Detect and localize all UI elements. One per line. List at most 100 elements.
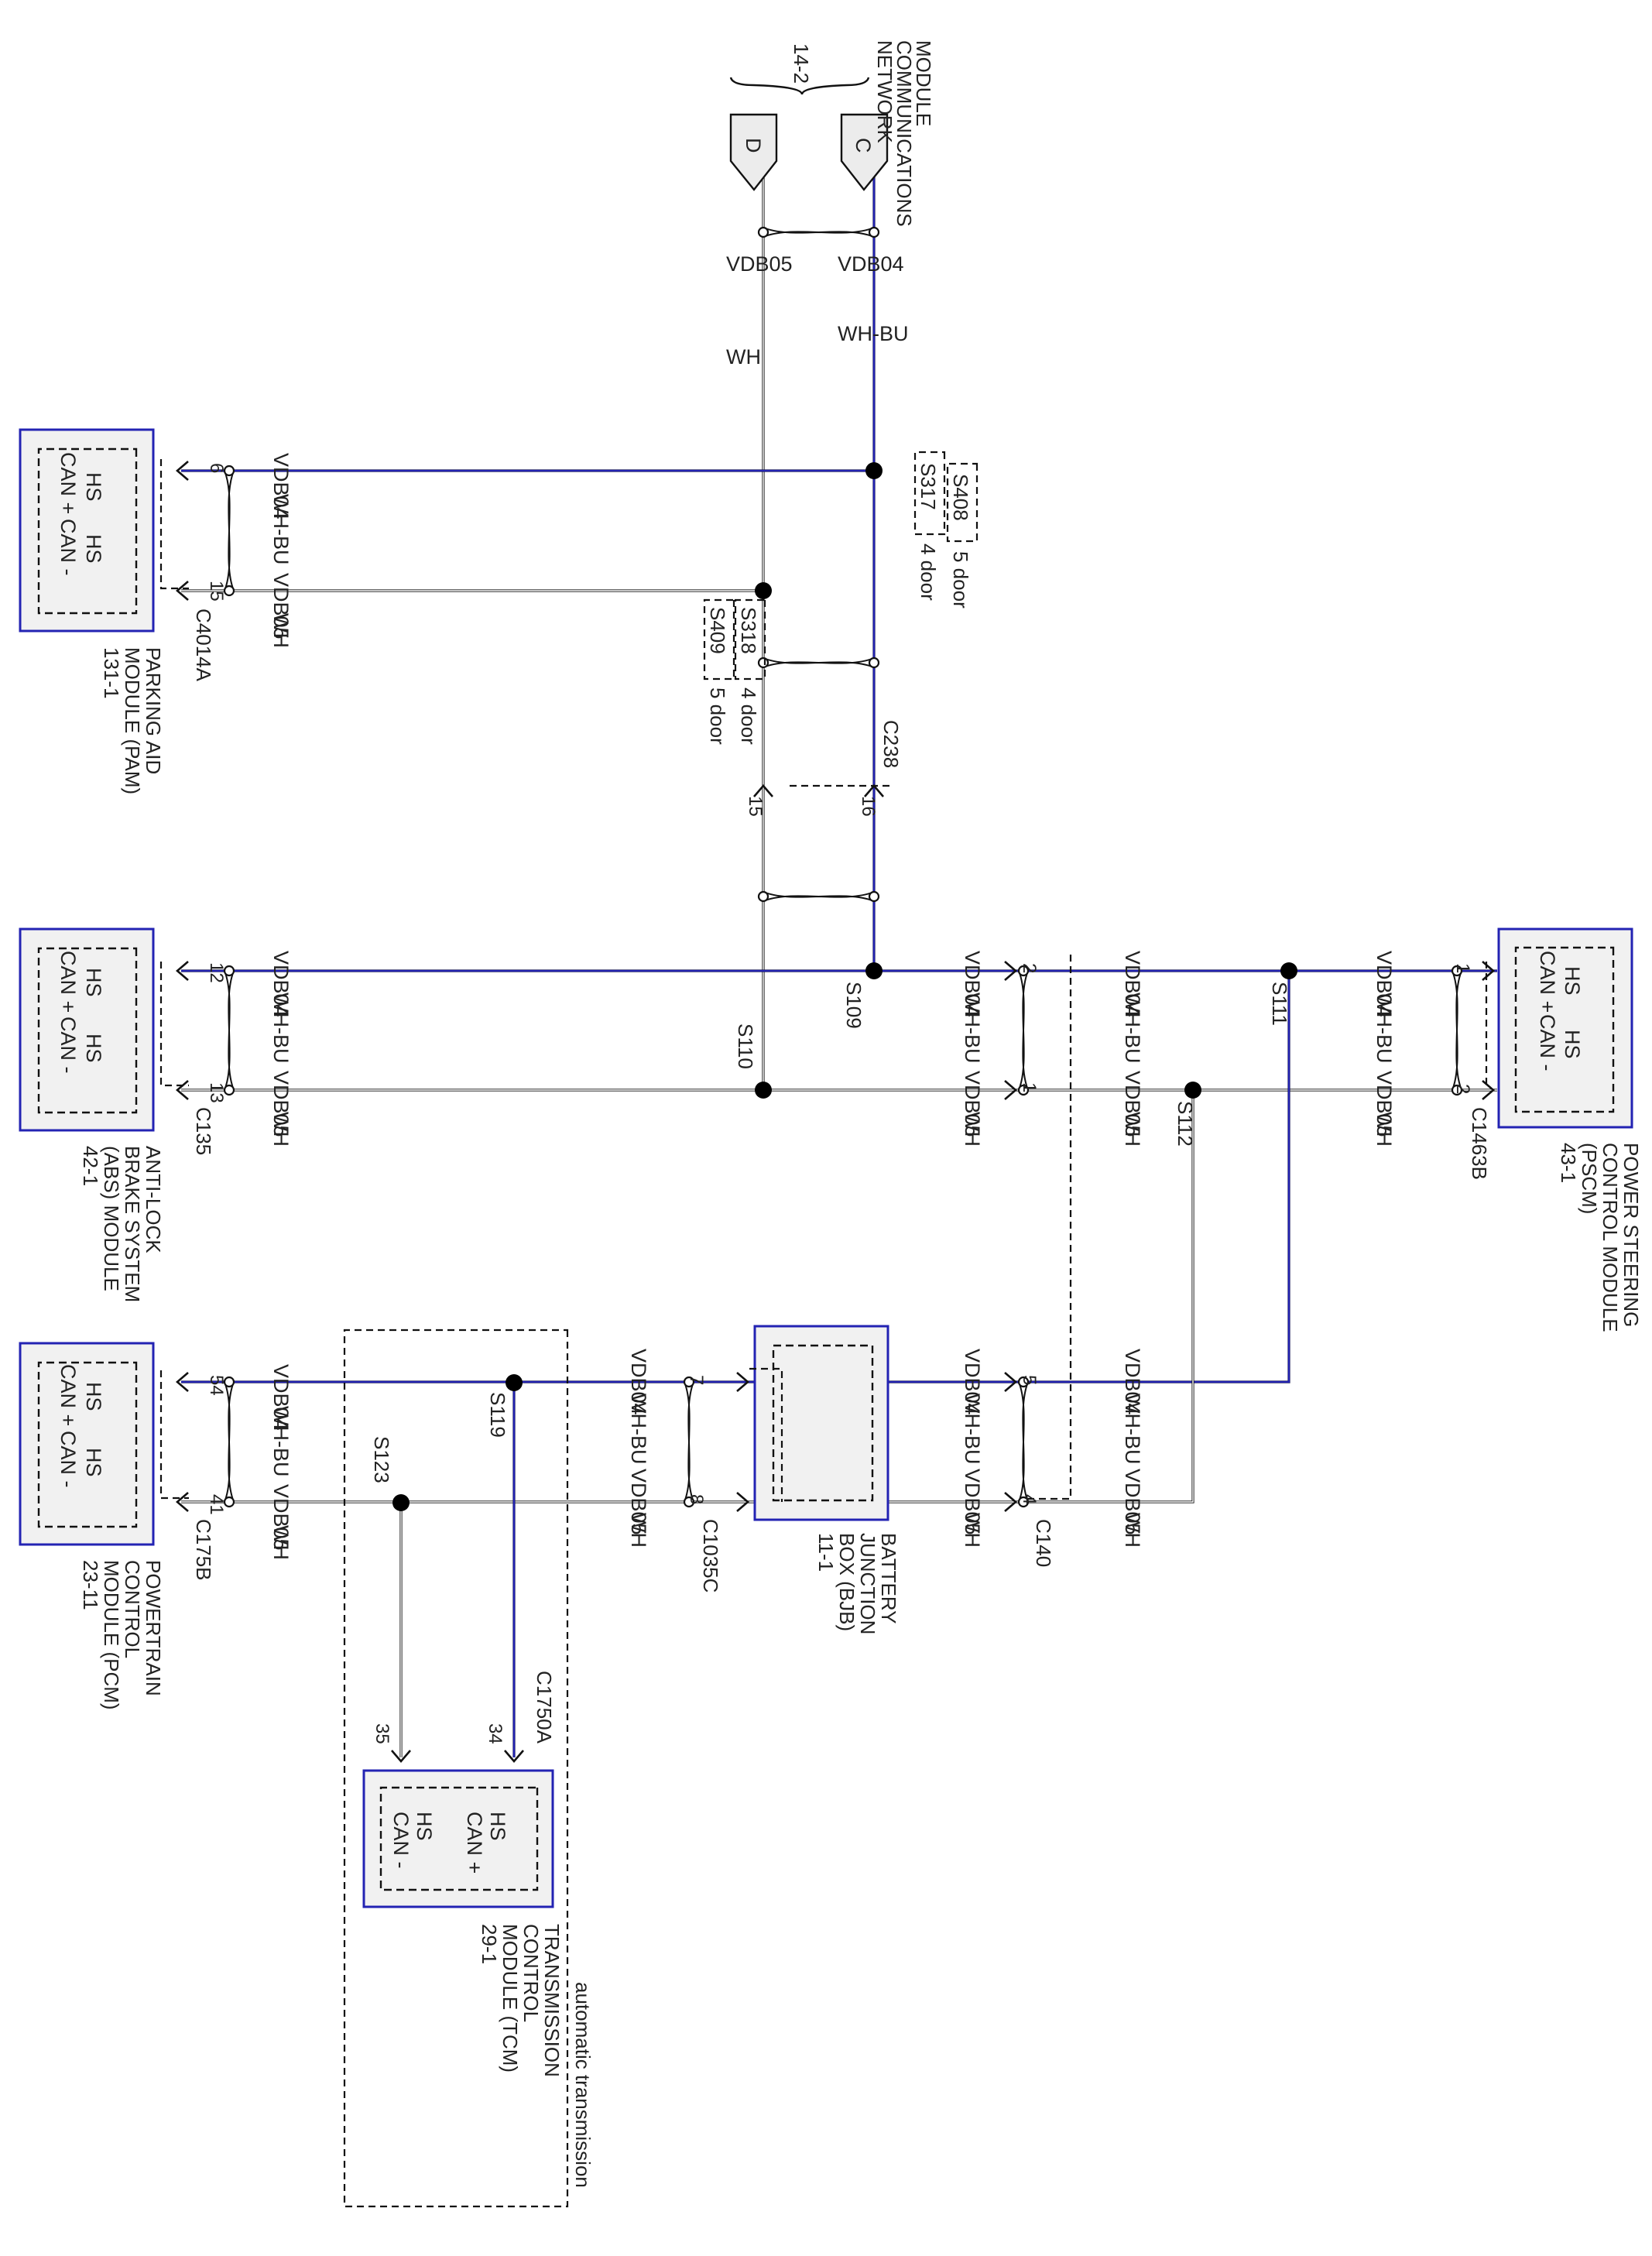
pam-connector-name: C4014A <box>192 609 215 682</box>
term-pscm-high <box>1482 961 1495 981</box>
abs-vdb05-label: VDB05 <box>269 1071 293 1137</box>
tcm-hs-label-b: HS <box>413 1812 436 1841</box>
term-pam-high <box>176 461 189 481</box>
tcm-option-outline <box>343 1329 569 2208</box>
c140-connector-outline <box>1025 955 1072 1500</box>
tcm-module[interactable]: HS CAN + HS CAN - <box>362 1769 554 1908</box>
c110-pin-3: 1 <box>1019 1082 1040 1092</box>
bjb-module[interactable] <box>753 1325 889 1521</box>
wire-s111-bjb-high <box>888 971 1290 1383</box>
pcm-vdb04-label: VDB04 <box>269 1364 293 1431</box>
pam-module[interactable]: HS CAN + HS CAN - <box>19 428 155 633</box>
s318-option: 4 door <box>737 687 760 745</box>
pscm-hs-label-a: HS <box>1561 966 1584 996</box>
bjb-pin-4: 4 <box>1019 1494 1040 1504</box>
s109-label: S109 <box>842 982 865 1029</box>
c1035c-name: C1035C <box>699 1519 722 1593</box>
s408-box <box>946 462 979 543</box>
pcm-hs-label-a: HS <box>82 1382 105 1411</box>
tcm-hs-label-a: HS <box>486 1812 509 1841</box>
s409-box <box>703 598 735 681</box>
twist-bjb-in <box>1018 1381 1029 1503</box>
bjb-name-block: BATTERY JUNCTION BOX (BJB) 11-1 <box>814 1533 900 1634</box>
s318-box <box>734 598 766 681</box>
twist-bjb-in-ring-a <box>1017 1376 1030 1388</box>
twist-pcm-ring-b <box>223 1496 235 1508</box>
s119-label: S119 <box>486 1392 509 1438</box>
bjb-ref: 11-1 <box>814 1533 838 1572</box>
tcm-can-minus: CAN - <box>389 1812 413 1869</box>
bjb-pin-8: 8 <box>686 1494 707 1504</box>
pam-ref: 131-1 <box>100 647 123 699</box>
twist-trunk-c <box>763 891 875 902</box>
network-brace <box>729 77 870 95</box>
twist-pcm-ring-a <box>223 1376 235 1388</box>
term-pam-low <box>176 581 189 601</box>
flag-d[interactable]: D <box>729 113 778 191</box>
s317-option: 4 door <box>917 543 940 601</box>
abs-name-block: ANTI-LOCK BRAKE SYSTEM (ABS) MODULE 42-1 <box>79 1146 165 1302</box>
splice-s110-dot <box>755 1082 772 1099</box>
pscm-pin-1: 1 <box>1452 963 1473 973</box>
twist-trunk-a-ring-b <box>757 226 769 238</box>
trunk-vdb05-label: VDB05 <box>726 252 793 276</box>
splice-s123-dot <box>392 1494 410 1511</box>
flag-c[interactable]: C <box>840 113 889 191</box>
auto-trans-label: automatic transmission <box>571 1982 595 2188</box>
twist-pscm-ring-a <box>1451 965 1463 977</box>
pcm-pin-54: 54 <box>206 1375 227 1396</box>
term-bjb-out-low <box>736 1492 749 1512</box>
pscm-name-block: POWER STEERING CONTROL MODULE (PSCM) 43-… <box>1557 1143 1643 1332</box>
pam-can-minus: CAN - <box>57 519 80 576</box>
abs-module[interactable]: HS CAN + HS CAN - <box>19 927 155 1132</box>
s119-vdb04-label: VDB04 <box>627 1349 650 1415</box>
wire-layer <box>181 132 1497 1757</box>
twist-c140-ring-a <box>1017 965 1030 977</box>
term-c238-high <box>864 784 884 797</box>
c140-vdb05-label: VDB05 <box>1121 1469 1144 1535</box>
bjb-vdb05-label: VDB05 <box>961 1469 984 1535</box>
pcm-hs-label-b: HS <box>82 1448 105 1477</box>
flag-d-letter: D <box>742 138 765 153</box>
abs-hs-label-a: HS <box>82 968 105 997</box>
s408-option: 5 door <box>949 551 972 609</box>
abs-whbu-label: WH-BU <box>269 993 293 1063</box>
pscm-name-3: (PSCM) <box>1578 1143 1601 1214</box>
trunk-whbu-label: WH-BU <box>838 322 908 345</box>
s317-label: S317 <box>917 463 940 510</box>
twist-pscm <box>1451 970 1462 1091</box>
term-abs-high <box>176 961 189 981</box>
pcm-module[interactable]: HS CAN + HS CAN - <box>19 1342 155 1546</box>
c140-whbu-label: WH-BU <box>1121 1394 1144 1464</box>
twist-c140-ring-b <box>1017 1084 1030 1096</box>
pam-connector-outline <box>159 459 189 590</box>
term-tcm-low <box>391 1750 411 1763</box>
pscm-module[interactable]: HS CAN + HS CAN - <box>1497 927 1633 1129</box>
bjb-name-2: JUNCTION <box>856 1533 879 1634</box>
term-c140-low <box>1004 1080 1017 1100</box>
s408-label: S408 <box>949 474 972 521</box>
pam-whbu-label: WH-BU <box>269 494 293 564</box>
splice-s119-dot <box>506 1374 523 1391</box>
pam-hs-label-a: HS <box>82 472 105 502</box>
twist-pscm-ring-b <box>1451 1084 1463 1096</box>
term-bjb-in-low <box>1004 1492 1017 1512</box>
bjb-name-1: BATTERY <box>877 1533 900 1624</box>
c1750a-name: C1750A <box>533 1671 556 1744</box>
s123-label: S123 <box>370 1436 393 1483</box>
s123-wh-label: WH <box>627 1513 650 1548</box>
s112-vdb05-label: VDB05 <box>1121 1071 1144 1137</box>
s317-box <box>913 451 946 536</box>
pscm-ref: 43-1 <box>1557 1143 1580 1183</box>
bjb-vdb04-label: VDB04 <box>961 1349 984 1415</box>
pcm-name-3: MODULE (PCM) <box>100 1560 123 1710</box>
bjb-name-3: BOX (BJB) <box>835 1533 859 1631</box>
wire-s111-bjb-high-core <box>888 971 1290 1383</box>
term-tcm-high <box>504 1750 524 1763</box>
terminal-layer <box>176 461 1495 1763</box>
twist-bjb-out <box>684 1381 694 1503</box>
twisted-pair-marks <box>223 226 1463 1508</box>
twist-trunk-c-ring-a <box>868 890 880 903</box>
tcm-pin-35: 35 <box>372 1723 392 1744</box>
term-pcm-low <box>176 1492 189 1512</box>
